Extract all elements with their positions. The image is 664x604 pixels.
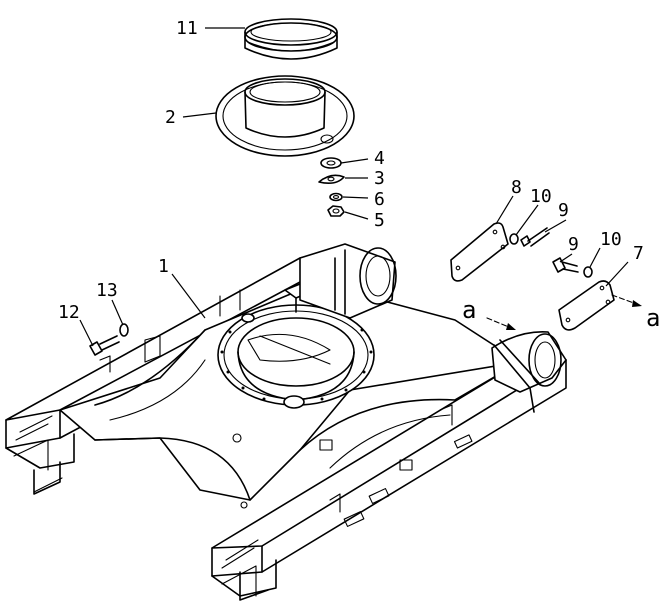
part-3-shim bbox=[318, 174, 345, 184]
label-part-13: 13 bbox=[96, 280, 118, 301]
part-10-washer-left bbox=[509, 233, 519, 245]
label-part-6: 6 bbox=[374, 189, 385, 210]
part-1-track-frame bbox=[5, 251, 567, 601]
label-part-2: 2 bbox=[165, 107, 176, 128]
part-2-ring-plate bbox=[215, 75, 355, 157]
part-12-bolt bbox=[89, 335, 120, 356]
label-part-4: 4 bbox=[374, 148, 385, 169]
part-9-bolt-right bbox=[552, 257, 579, 273]
view-arrow-left bbox=[486, 317, 517, 331]
part-4-gasket bbox=[320, 157, 342, 169]
label-part-9-right: 9 bbox=[568, 234, 579, 255]
label-part-12: 12 bbox=[58, 302, 80, 323]
label-part-7: 7 bbox=[633, 243, 644, 264]
part-13-washer bbox=[119, 323, 129, 337]
label-part-5: 5 bbox=[374, 210, 385, 231]
label-view-a-right: a bbox=[646, 304, 660, 332]
label-part-1: 1 bbox=[158, 256, 169, 277]
bolt-circle-dots bbox=[220, 328, 373, 401]
drive-boss-rear bbox=[299, 243, 397, 319]
part-10-washer-right bbox=[583, 266, 593, 278]
label-view-a-left: a bbox=[462, 296, 476, 324]
idler-boss-front bbox=[491, 331, 567, 413]
view-arrow-right bbox=[611, 294, 643, 307]
swing-circle-mount bbox=[217, 283, 375, 409]
part-11-seal-ring bbox=[244, 18, 338, 60]
part-7-cover-plate-right bbox=[558, 280, 615, 331]
label-part-10-left: 10 bbox=[530, 186, 552, 207]
part-6-washer bbox=[329, 192, 343, 202]
label-part-11: 11 bbox=[176, 18, 198, 39]
part-8-cover-plate-left bbox=[450, 222, 509, 282]
label-part-8: 8 bbox=[511, 177, 522, 198]
part-9-bolt-left bbox=[520, 227, 550, 247]
callout-labels: 11 2 4 3 6 5 8 10 9 9 10 7 1 12 13 a a bbox=[58, 18, 660, 332]
label-part-9-left: 9 bbox=[558, 200, 569, 221]
label-part-10-right: 10 bbox=[600, 229, 622, 250]
leader-lines bbox=[79, 27, 629, 347]
label-part-3: 3 bbox=[374, 168, 385, 189]
part-5-nut bbox=[327, 205, 345, 217]
